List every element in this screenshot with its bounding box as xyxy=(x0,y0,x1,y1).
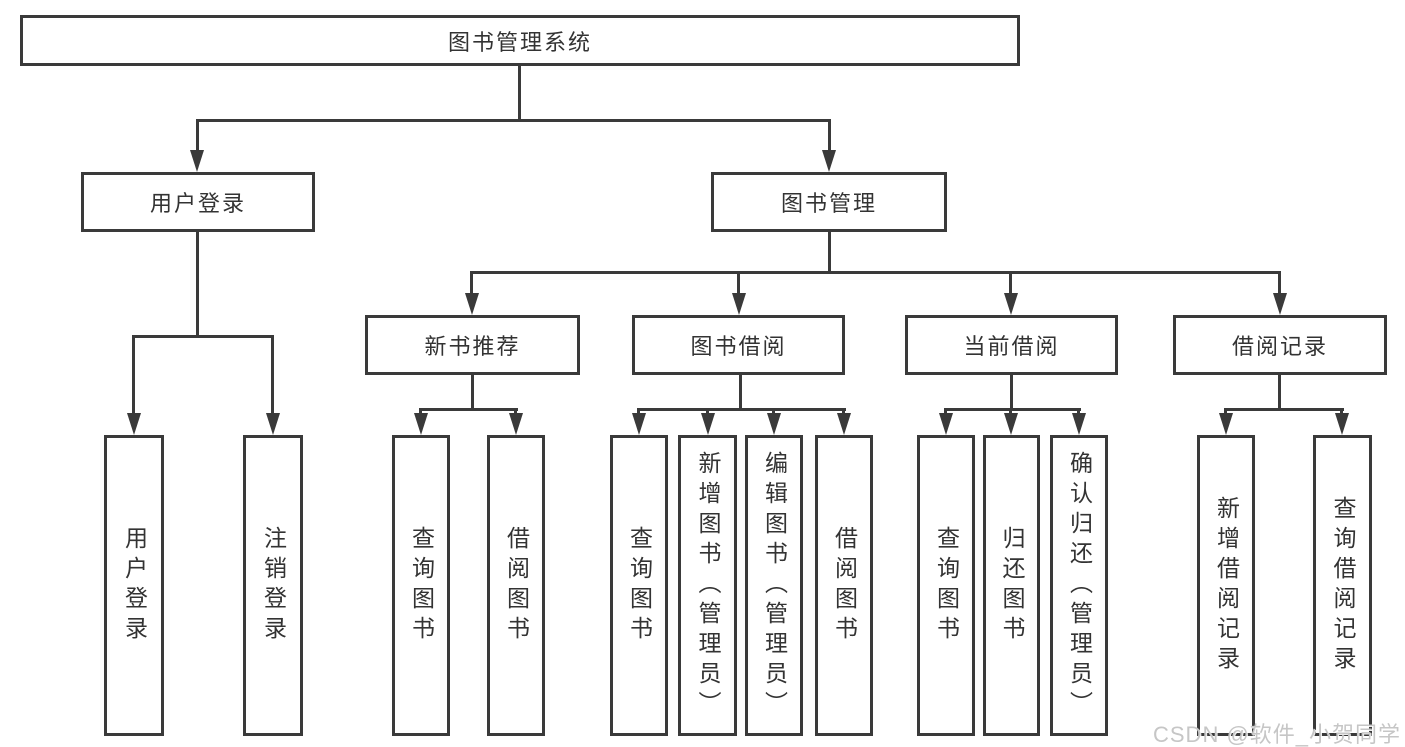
connector-line xyxy=(944,408,947,414)
connector-line xyxy=(828,119,831,151)
connector-line xyxy=(420,408,518,411)
arrow-down-icon xyxy=(509,413,523,435)
node-borrow-records: 借阅记录 xyxy=(1173,315,1387,375)
arrow-down-icon xyxy=(1072,413,1086,435)
watermark: CSDN @软件_小贺同学 xyxy=(1153,722,1402,747)
connector-line xyxy=(1077,408,1080,414)
node-user-login: 用户登录 xyxy=(81,172,315,232)
node-label: 借阅图书 xyxy=(503,525,530,646)
arrow-down-icon xyxy=(1004,293,1018,315)
node-label: 确认归还（管理员） xyxy=(1066,450,1093,721)
node-leaf-logout: 注销登录 xyxy=(243,435,303,736)
node-label: 新增图书（管理员） xyxy=(695,450,721,721)
connector-line xyxy=(1278,375,1281,408)
arrow-down-icon xyxy=(732,293,746,315)
node-label: 借阅记录 xyxy=(1231,334,1328,359)
node-leaf-borrow-books: 借阅图书 xyxy=(815,435,873,736)
node-leaf-user-login: 用户登录 xyxy=(104,435,164,736)
node-label: 归还图书 xyxy=(999,525,1025,646)
node-label: 当前借阅 xyxy=(963,334,1060,359)
connector-line xyxy=(196,232,199,335)
arrow-down-icon xyxy=(190,150,204,172)
node-label: 借阅图书 xyxy=(831,525,858,646)
arrow-down-icon xyxy=(632,413,646,435)
connector-line xyxy=(514,408,517,414)
connector-line xyxy=(518,66,521,119)
connector-line xyxy=(471,375,474,408)
node-label: 查询图书 xyxy=(933,525,960,646)
node-leaf-return-books: 归还图书 xyxy=(983,435,1040,736)
connector-line xyxy=(772,408,775,414)
connector-line xyxy=(1009,271,1012,293)
arrow-down-icon xyxy=(266,413,280,435)
node-leaf-edit-books-admin: 编辑图书（管理员） xyxy=(745,435,803,736)
node-leaf-query-books-current: 查询图书 xyxy=(917,435,975,736)
node-current-borrow: 当前借阅 xyxy=(905,315,1118,375)
node-label: 用户登录 xyxy=(121,525,148,646)
arrow-down-icon xyxy=(127,413,141,435)
connector-line xyxy=(637,408,640,414)
node-label: 新书推荐 xyxy=(424,334,521,359)
node-label: 图书管理 xyxy=(780,191,877,216)
node-root-library-system: 图书管理系统 xyxy=(20,15,1020,66)
arrow-down-icon xyxy=(939,413,953,435)
connector-line xyxy=(842,408,845,414)
node-leaf-borrow-books-recommend: 借阅图书 xyxy=(487,435,545,736)
node-new-book-recommend: 新书推荐 xyxy=(365,315,580,375)
connector-line xyxy=(945,408,1081,411)
node-leaf-add-borrow-record: 新增借阅记录 xyxy=(1197,435,1255,736)
arrow-down-icon xyxy=(1004,413,1018,435)
node-label: 查询图书 xyxy=(626,525,653,646)
connector-line xyxy=(133,335,274,338)
node-leaf-query-books-borrow: 查询图书 xyxy=(610,435,668,736)
arrow-down-icon xyxy=(822,150,836,172)
arrow-down-icon xyxy=(414,413,428,435)
node-label: 查询借阅记录 xyxy=(1330,495,1356,676)
node-label: 编辑图书（管理员） xyxy=(761,450,788,721)
connector-line xyxy=(1010,375,1013,408)
connector-line xyxy=(271,335,274,413)
node-label: 图书借阅 xyxy=(690,334,787,359)
node-label: 查询图书 xyxy=(408,525,435,646)
node-leaf-query-borrow-record: 查询借阅记录 xyxy=(1313,435,1372,736)
connector-line xyxy=(739,375,742,408)
connector-line xyxy=(196,119,199,151)
arrow-down-icon xyxy=(837,413,851,435)
arrow-down-icon xyxy=(465,293,479,315)
connector-line xyxy=(737,271,740,293)
arrow-down-icon xyxy=(1335,413,1349,435)
node-leaf-query-books-recommend: 查询图书 xyxy=(392,435,450,736)
arrow-down-icon xyxy=(701,413,715,435)
arrow-down-icon xyxy=(1219,413,1233,435)
connector-line xyxy=(828,232,831,271)
connector-line xyxy=(197,119,831,122)
node-label: 用户登录 xyxy=(149,191,246,216)
node-book-borrow: 图书借阅 xyxy=(632,315,845,375)
node-book-management: 图书管理 xyxy=(711,172,947,232)
node-leaf-add-books-admin: 新增图书（管理员） xyxy=(678,435,737,736)
node-label: 新增借阅记录 xyxy=(1213,495,1240,676)
connector-line xyxy=(471,271,1281,274)
connector-line xyxy=(1224,408,1227,414)
connector-line xyxy=(1340,408,1343,414)
connector-line xyxy=(1225,408,1344,411)
connector-line xyxy=(1278,271,1281,293)
node-label: 注销登录 xyxy=(260,525,287,646)
connector-line xyxy=(132,335,135,413)
node-label: 图书管理系统 xyxy=(447,29,592,55)
connector-line xyxy=(1009,408,1012,414)
arrow-down-icon xyxy=(1273,293,1287,315)
node-leaf-confirm-return-admin: 确认归还（管理员） xyxy=(1050,435,1108,736)
connector-line xyxy=(638,408,846,411)
connector-line xyxy=(419,408,422,414)
connector-line xyxy=(706,408,709,414)
connector-line xyxy=(470,271,473,293)
arrow-down-icon xyxy=(767,413,781,435)
